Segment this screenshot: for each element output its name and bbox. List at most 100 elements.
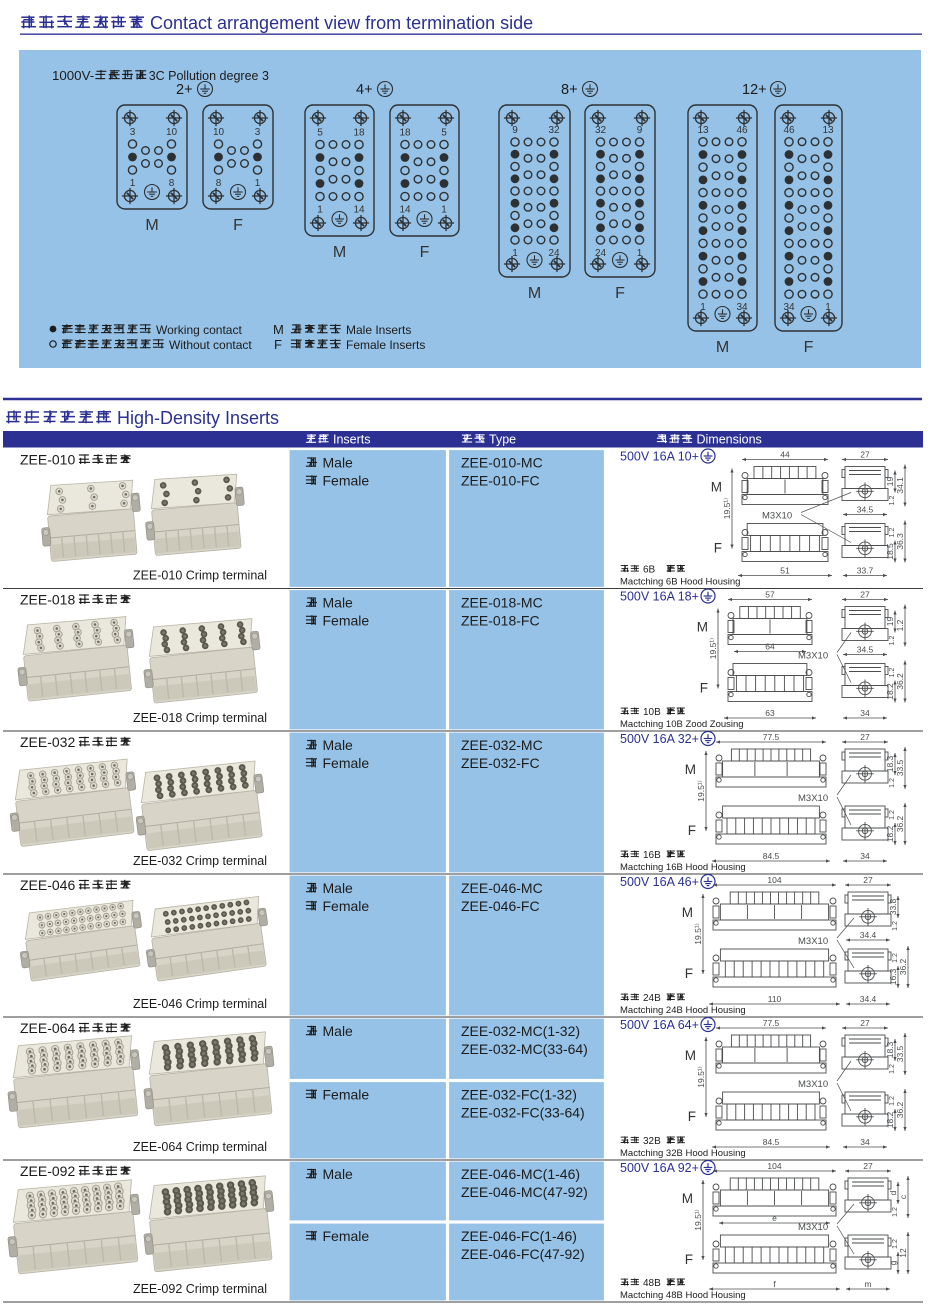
svg-text:F: F [700, 681, 708, 696]
svg-text:64: 64 [765, 642, 775, 652]
svg-text:34.1: 34.1 [895, 477, 905, 494]
svg-text:M: M [711, 480, 722, 495]
svg-text:ZEE-018-MC: ZEE-018-MC [461, 595, 543, 611]
svg-text:Male: Male [323, 737, 354, 753]
svg-text:32: 32 [548, 125, 560, 136]
svg-text:44: 44 [780, 450, 790, 460]
svg-text:10: 10 [166, 127, 178, 138]
svg-text:18: 18 [353, 128, 365, 139]
svg-text:36.3: 36.3 [895, 533, 905, 550]
svg-text:m: m [864, 1279, 871, 1289]
svg-text:500V 16A 64+: 500V 16A 64+ [620, 1018, 699, 1032]
svg-text:M: M [333, 244, 346, 261]
svg-text:8: 8 [216, 178, 222, 189]
svg-text:19: 19 [885, 477, 895, 487]
svg-text:19.5¹⁾: 19.5¹⁾ [693, 1209, 703, 1230]
svg-text:12+: 12+ [742, 82, 767, 98]
svg-text:1.2: 1.2 [889, 668, 896, 678]
svg-text:ZEE-032-FC(33-64): ZEE-032-FC(33-64) [461, 1105, 585, 1121]
svg-text:M: M [528, 285, 541, 302]
svg-text:F: F [804, 339, 814, 356]
svg-text:g: g [888, 1260, 898, 1265]
svg-text:F: F [274, 337, 282, 352]
svg-text:High-Density Inserts: High-Density Inserts [117, 408, 279, 428]
svg-text:57: 57 [765, 590, 775, 600]
svg-text:M3X10: M3X10 [798, 1079, 828, 1090]
svg-text:Male Inserts: Male Inserts [346, 323, 411, 337]
svg-text:ZEE-046-MC(47-92): ZEE-046-MC(47-92) [461, 1184, 588, 1200]
svg-text:ZEE-032-FC: ZEE-032-FC [461, 755, 540, 771]
svg-text:18.3: 18.3 [885, 755, 895, 772]
svg-text:19.5¹⁾: 19.5¹⁾ [708, 638, 718, 659]
svg-text:Contact arrangement view from: Contact arrangement view from terminatio… [150, 13, 533, 33]
svg-text:1: 1 [441, 205, 447, 216]
svg-text:M3X10: M3X10 [798, 651, 828, 662]
svg-text:M: M [685, 762, 696, 777]
svg-text:1.2: 1.2 [892, 921, 899, 931]
svg-text:9: 9 [512, 125, 518, 136]
svg-text:F: F [714, 541, 722, 556]
svg-text:5: 5 [441, 128, 447, 139]
svg-text:27: 27 [860, 732, 870, 742]
svg-text:27: 27 [860, 1018, 870, 1028]
svg-text:19: 19 [885, 617, 895, 627]
svg-text:Type: Type [489, 433, 516, 447]
svg-text:Female: Female [323, 898, 370, 914]
svg-text:M: M [685, 1048, 696, 1063]
svg-text:34: 34 [860, 851, 870, 861]
svg-text:ZEE-010: ZEE-010 [20, 452, 75, 468]
svg-text:34.4: 34.4 [860, 930, 877, 940]
svg-text:ZEE-032-MC: ZEE-032-MC [461, 737, 543, 753]
svg-text:500V 16A 32+: 500V 16A 32+ [620, 732, 699, 746]
svg-text:27: 27 [860, 450, 870, 460]
svg-text:M: M [697, 620, 708, 635]
svg-text:Male: Male [323, 880, 354, 896]
svg-text:500V 16A 10+: 500V 16A 10+ [620, 450, 699, 464]
svg-text:ZEE-032: ZEE-032 [20, 734, 75, 750]
svg-text:ZEE-064: ZEE-064 [20, 1020, 75, 1036]
svg-text:46: 46 [783, 125, 795, 136]
svg-text:500V 16A 46+: 500V 16A 46+ [620, 875, 699, 889]
svg-text:9: 9 [637, 125, 643, 136]
svg-text:1: 1 [825, 302, 831, 313]
svg-text:ZEE-032-FC(1-32): ZEE-032-FC(1-32) [461, 1087, 577, 1103]
svg-text:84.5: 84.5 [763, 851, 780, 861]
svg-text:51: 51 [780, 566, 790, 576]
svg-text:77.5: 77.5 [763, 732, 780, 742]
svg-text:ZEE-046-FC: ZEE-046-FC [461, 898, 540, 914]
svg-text:F: F [688, 823, 696, 838]
svg-text:ZEE-032-MC(1-32): ZEE-032-MC(1-32) [461, 1023, 580, 1039]
svg-text:36.2: 36.2 [898, 958, 908, 975]
svg-text:Female: Female [323, 1228, 370, 1244]
svg-text:Inserts: Inserts [333, 433, 371, 447]
svg-text:34.5: 34.5 [857, 645, 874, 655]
svg-text:3: 3 [255, 127, 261, 138]
svg-text:1000V-: 1000V- [52, 68, 94, 83]
svg-text:ZEE-046: ZEE-046 [20, 877, 75, 893]
svg-text:Female: Female [323, 755, 370, 771]
svg-text:M: M [682, 905, 693, 920]
svg-text:F: F [420, 244, 430, 261]
svg-text:Working contact: Working contact [156, 323, 242, 337]
svg-text:F: F [685, 966, 693, 981]
svg-text:8: 8 [169, 178, 175, 189]
svg-text:19.5¹⁾: 19.5¹⁾ [693, 923, 703, 944]
svg-text:1.2: 1.2 [889, 1064, 896, 1074]
svg-text:M3X10: M3X10 [798, 936, 828, 947]
svg-text:34.5: 34.5 [857, 505, 874, 515]
svg-text:34.4: 34.4 [860, 994, 877, 1004]
svg-text:ZEE-032 Crimp terminal: ZEE-032 Crimp terminal [133, 854, 267, 868]
svg-text:M3X10: M3X10 [762, 511, 792, 522]
svg-text:6B: 6B [643, 565, 656, 576]
svg-text:M: M [273, 322, 284, 337]
svg-text:ZEE-092: ZEE-092 [20, 1163, 75, 1179]
svg-text:8+: 8+ [561, 82, 578, 98]
svg-text:M: M [682, 1191, 693, 1206]
svg-text:ZEE-046-MC: ZEE-046-MC [461, 880, 543, 896]
svg-text:1: 1 [130, 178, 136, 189]
svg-text:84.5: 84.5 [763, 1137, 780, 1147]
svg-text:Mactching 16B Hood Housing: Mactching 16B Hood Housing [620, 862, 746, 873]
svg-text:32B: 32B [643, 1136, 661, 1147]
svg-text:ZEE-032-MC(33-64): ZEE-032-MC(33-64) [461, 1041, 588, 1057]
svg-text:M3X10: M3X10 [798, 1222, 828, 1233]
